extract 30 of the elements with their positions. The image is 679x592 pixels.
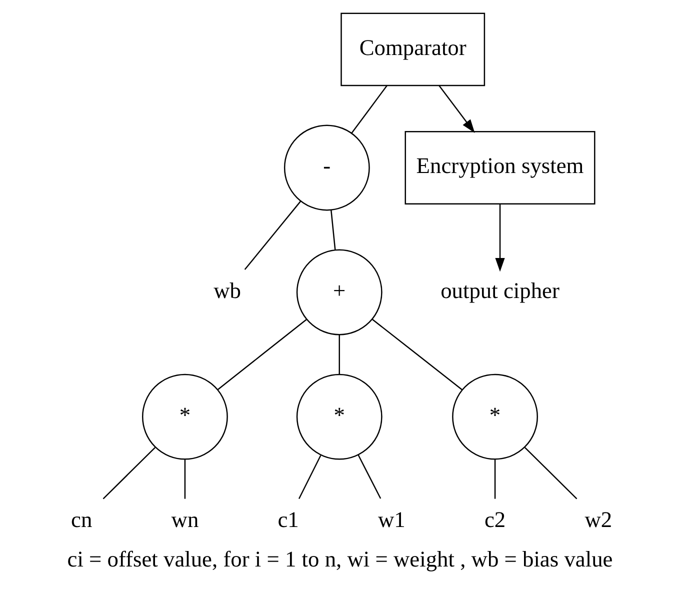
node-box: Encryption system: [404, 131, 595, 204]
node-text: wb: [213, 278, 240, 303]
node-circle: *: [452, 374, 538, 460]
node-circle: +: [296, 249, 382, 336]
connector: [102, 447, 155, 500]
connector: [357, 454, 381, 499]
connector: [350, 85, 387, 134]
caption: ci = offset value, for i = 1 to n, wi = weight , wb = bias value: [66, 546, 612, 572]
node-circle: -: [283, 124, 370, 211]
node-text: cn: [70, 506, 92, 532]
connector: [184, 460, 186, 499]
arrow: [438, 85, 474, 134]
node-circle: *: [296, 374, 382, 460]
connector: [372, 318, 462, 390]
connector: [524, 447, 577, 500]
connector: [330, 210, 336, 250]
node-box: Comparator: [340, 12, 485, 86]
connector: [216, 318, 307, 390]
connector: [494, 460, 496, 499]
connector: [244, 200, 301, 270]
node-text: wn: [170, 506, 198, 532]
node-text: w1: [377, 506, 405, 532]
connector: [298, 455, 321, 500]
node-text: c2: [484, 506, 506, 532]
node-text: w2: [584, 506, 612, 532]
arrow: [494, 204, 504, 272]
node-text: c1: [277, 506, 298, 532]
node-circle: *: [142, 374, 228, 460]
connector: [338, 334, 340, 374]
node-text: output cipher: [440, 278, 559, 303]
